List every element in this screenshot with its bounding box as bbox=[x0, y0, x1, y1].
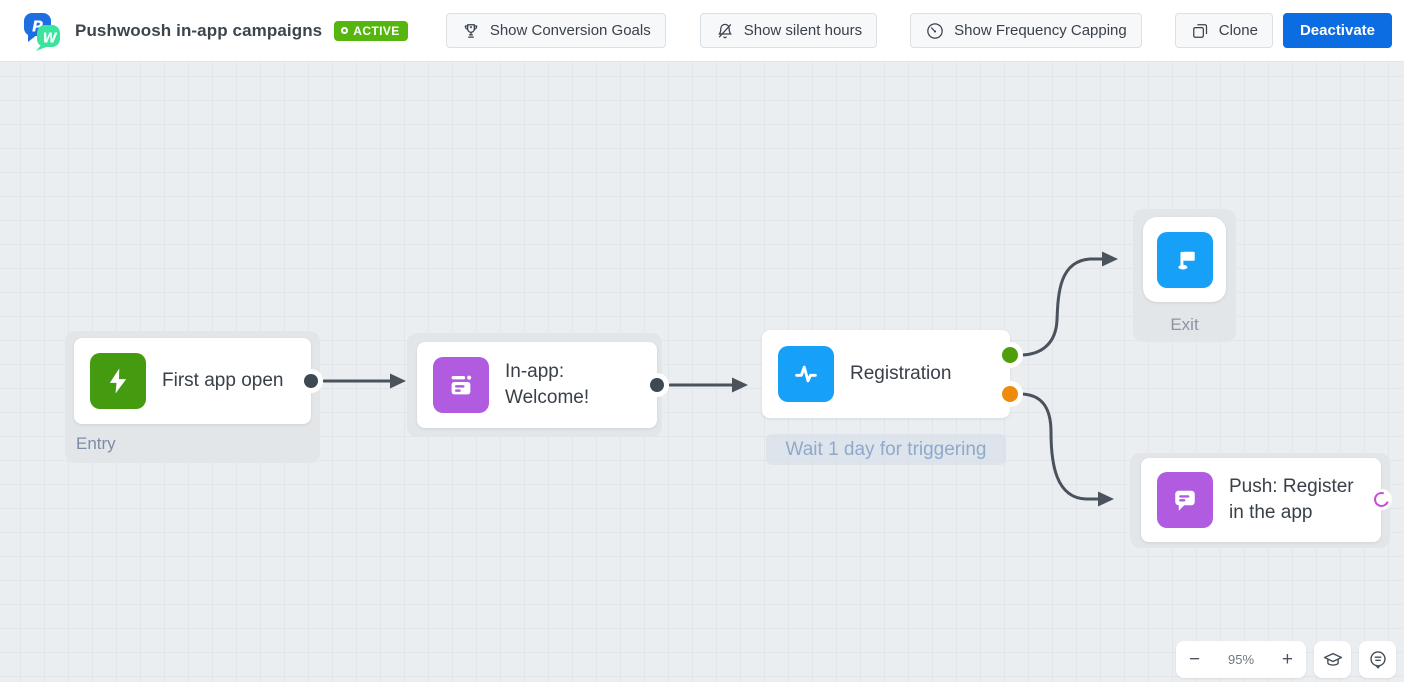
show-frequency-capping-button[interactable]: Show Frequency Capping bbox=[910, 13, 1142, 48]
bell-slash-icon bbox=[718, 23, 732, 38]
node-push-title: Push: Register in the app bbox=[1229, 476, 1354, 523]
push-message-icon bbox=[1157, 472, 1213, 528]
arrowhead-icon bbox=[732, 377, 748, 393]
node-registration-title: Registration bbox=[850, 363, 952, 384]
node-inapp-card[interactable]: In-app: Welcome! bbox=[417, 342, 664, 428]
node-inapp[interactable]: In-app: Welcome! bbox=[407, 333, 664, 437]
output-port[interactable] bbox=[650, 378, 664, 392]
svg-text:W: W bbox=[43, 31, 58, 46]
feedback-pin-icon bbox=[1369, 650, 1386, 668]
node-entry-card[interactable]: First app open bbox=[74, 338, 318, 424]
arrowhead-icon bbox=[390, 373, 406, 389]
gauge-icon bbox=[927, 22, 943, 39]
node-entry-title: First app open bbox=[162, 370, 284, 391]
success-port[interactable] bbox=[1002, 347, 1018, 363]
zoom-level: 95% bbox=[1227, 652, 1255, 667]
wait-label: Wait 1 day for triggering bbox=[766, 434, 1006, 465]
node-inapp-title: In-app: Welcome! bbox=[505, 361, 590, 408]
deactivate-label: Deactivate bbox=[1299, 22, 1375, 39]
show-silent-hours-label: Show silent hours bbox=[743, 22, 863, 39]
copy-icon bbox=[1192, 23, 1207, 38]
node-push-card[interactable]: Push: Register in the app bbox=[1141, 458, 1392, 542]
status-badge: ACTIVE bbox=[334, 20, 408, 41]
zoom-in-button[interactable]: + bbox=[1281, 649, 1293, 670]
header-actions: Show Conversion Goals Show silent hours … bbox=[445, 13, 1392, 48]
graduation-cap-icon bbox=[1323, 652, 1342, 666]
header-left: P W Pushwoosh in-app campaigns ACTIVE bbox=[22, 11, 408, 51]
deactivate-button[interactable]: Deactivate bbox=[1282, 13, 1392, 48]
flag-icon bbox=[1156, 231, 1213, 288]
zoom-out-button[interactable]: − bbox=[1189, 649, 1201, 670]
node-entry-label: Entry bbox=[76, 434, 116, 453]
workflow-canvas[interactable]: First app open Entry In-app: Welcome! bbox=[0, 62, 1404, 682]
node-entry[interactable]: First app open Entry bbox=[65, 331, 320, 463]
arrowhead-icon bbox=[1102, 251, 1118, 267]
clone-label: Clone bbox=[1218, 22, 1258, 39]
header: P W Pushwoosh in-app campaigns ACTIVE Sh… bbox=[0, 0, 1404, 62]
zoom-controls: − 95% + bbox=[1176, 641, 1306, 678]
edge-registration-to-push bbox=[1018, 392, 1100, 501]
failure-port[interactable] bbox=[1002, 386, 1018, 402]
pushwoosh-logo: P W bbox=[24, 12, 60, 51]
node-exit-label: Exit bbox=[1170, 315, 1199, 334]
status-badge-label: ACTIVE bbox=[353, 23, 400, 38]
pulse-icon bbox=[778, 346, 834, 402]
lightning-icon bbox=[90, 353, 146, 409]
node-push[interactable]: Push: Register in the app bbox=[1130, 453, 1392, 548]
tutorial-button[interactable] bbox=[1314, 641, 1351, 678]
show-frequency-capping-label: Show Frequency Capping bbox=[954, 22, 1127, 39]
feedback-button[interactable] bbox=[1359, 641, 1396, 678]
page-title: Pushwoosh in-app campaigns bbox=[75, 20, 323, 40]
show-conversion-goals-label: Show Conversion Goals bbox=[489, 22, 651, 39]
status-dot-icon bbox=[341, 27, 349, 34]
open-output-port[interactable] bbox=[1371, 489, 1392, 510]
inapp-banner-icon bbox=[433, 357, 489, 413]
show-conversion-goals-button[interactable]: Show Conversion Goals bbox=[445, 13, 666, 48]
node-exit-card[interactable] bbox=[1143, 217, 1226, 302]
svg-text:P: P bbox=[32, 17, 43, 35]
arrowhead-icon bbox=[1098, 491, 1114, 507]
node-registration-card[interactable]: Registration bbox=[762, 330, 1018, 418]
clone-button[interactable]: Clone bbox=[1174, 13, 1273, 48]
edge-registration-to-exit bbox=[1018, 257, 1104, 357]
show-silent-hours-button[interactable]: Show silent hours bbox=[699, 13, 878, 48]
output-port[interactable] bbox=[304, 374, 318, 388]
trophy-icon bbox=[464, 23, 478, 38]
node-exit[interactable]: Exit bbox=[1133, 209, 1236, 342]
